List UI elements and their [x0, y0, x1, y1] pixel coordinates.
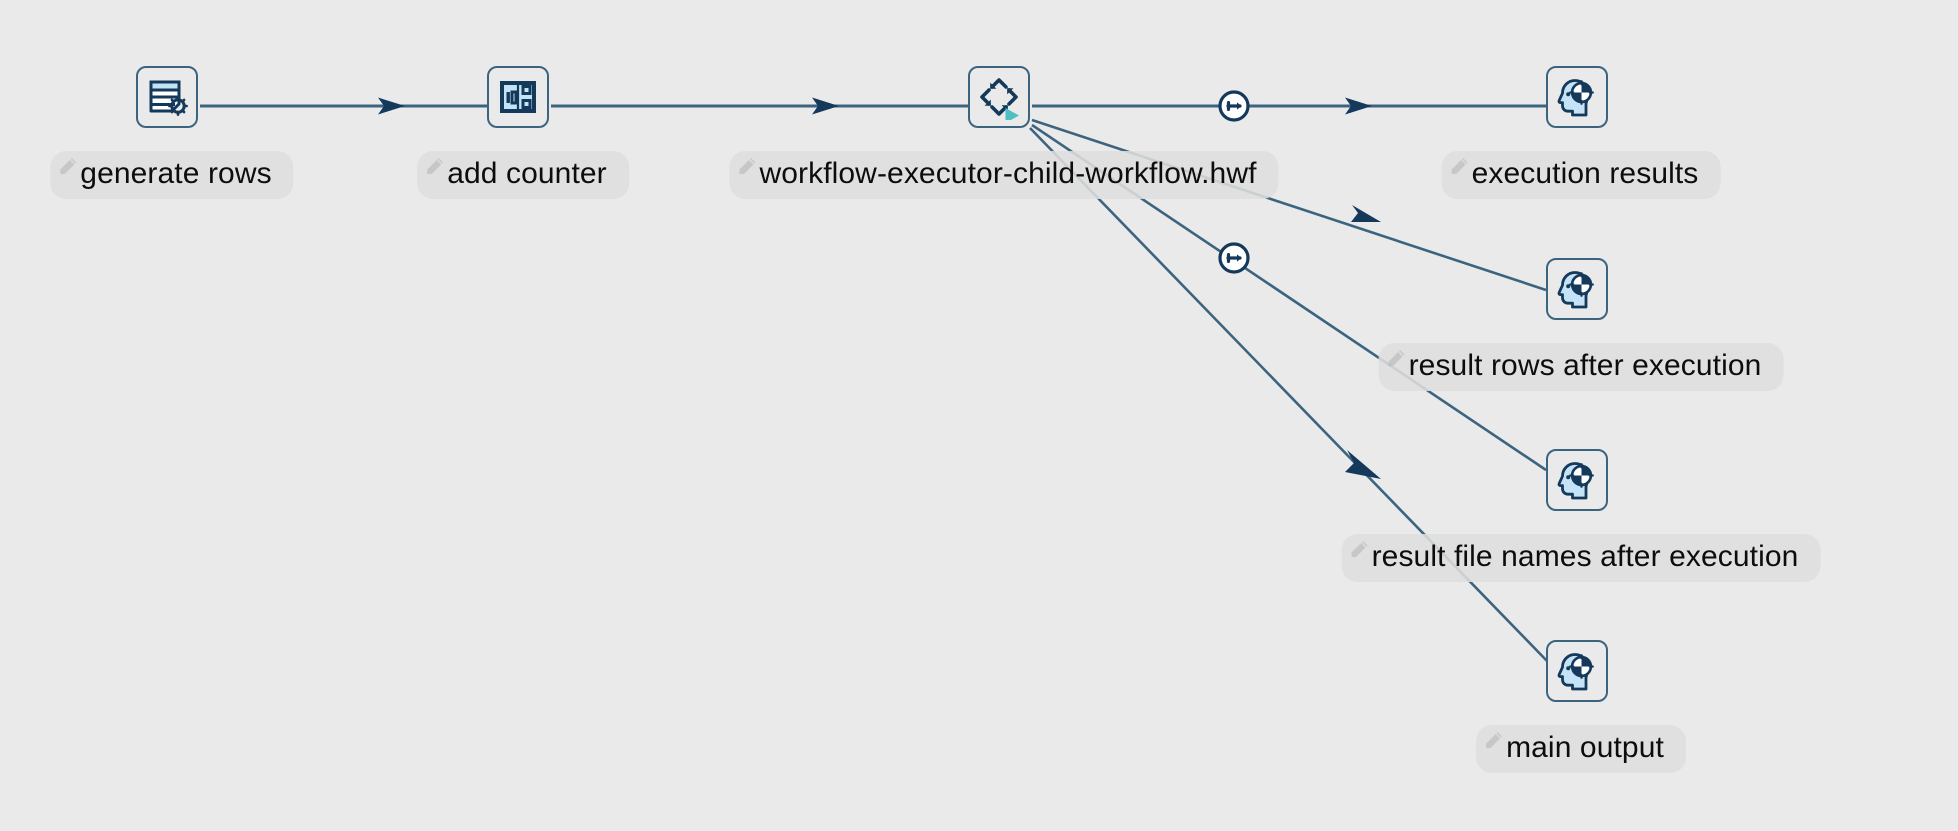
pencil-icon[interactable]	[57, 155, 79, 177]
node-generate-rows[interactable]	[136, 66, 198, 128]
pencil-icon[interactable]	[1349, 538, 1371, 560]
node-label-text: result rows after execution	[1408, 349, 1762, 382]
pencil-icon[interactable]	[736, 155, 758, 177]
node-label-text: result file names after execution	[1371, 540, 1799, 573]
node-main-output[interactable]	[1546, 640, 1608, 702]
node-result-rows[interactable]	[1546, 258, 1608, 320]
pencil-icon[interactable]	[1483, 729, 1505, 751]
node-add-counter[interactable]	[487, 66, 549, 128]
node-label-result-rows[interactable]: result rows after execution	[1378, 343, 1784, 391]
output-head-icon	[1557, 462, 1594, 500]
node-workflow-executor[interactable]	[968, 66, 1030, 128]
sequence-id-icon	[500, 81, 536, 113]
node-label-main-output[interactable]: main output	[1476, 725, 1686, 773]
hop-executor-to-main-output[interactable]	[1029, 127, 1549, 663]
node-label-workflow-executor[interactable]: workflow-executor-child-workflow.hwf	[729, 151, 1279, 199]
output-head-icon	[1557, 271, 1594, 309]
hop-counter-to-executor[interactable]	[551, 97, 968, 115]
copy-indicator-1[interactable]	[1218, 90, 1250, 122]
play-triangle-icon	[1005, 108, 1019, 120]
hop-generate-to-counter[interactable]	[200, 97, 487, 115]
output-head-icon	[1557, 79, 1594, 117]
node-label-add-counter[interactable]: add counter	[417, 151, 629, 199]
pencil-icon[interactable]	[1386, 347, 1408, 369]
node-label-text: generate rows	[80, 157, 272, 190]
table-gear-icon	[149, 80, 188, 116]
node-label-text: add counter	[447, 157, 607, 190]
node-label-generate-rows[interactable]: generate rows	[50, 151, 294, 199]
node-label-text: main output	[1506, 731, 1664, 764]
node-label-execution-results[interactable]: execution results	[1441, 151, 1721, 199]
output-head-icon	[1557, 653, 1594, 691]
node-label-text: workflow-executor-child-workflow.hwf	[759, 157, 1257, 190]
workflow-executor-icon	[980, 78, 1019, 120]
node-label-result-file-names[interactable]: result file names after execution	[1341, 534, 1821, 582]
pencil-icon[interactable]	[424, 155, 446, 177]
hop-executor-to-result-rows[interactable]	[1031, 118, 1547, 292]
copy-indicator-2[interactable]	[1218, 242, 1250, 274]
pencil-icon[interactable]	[1449, 155, 1471, 177]
node-execution-results[interactable]	[1546, 66, 1608, 128]
node-label-text: execution results	[1471, 157, 1699, 190]
node-result-file-names[interactable]	[1546, 449, 1608, 511]
hop-executor-to-execution-results[interactable]	[1032, 90, 1546, 122]
